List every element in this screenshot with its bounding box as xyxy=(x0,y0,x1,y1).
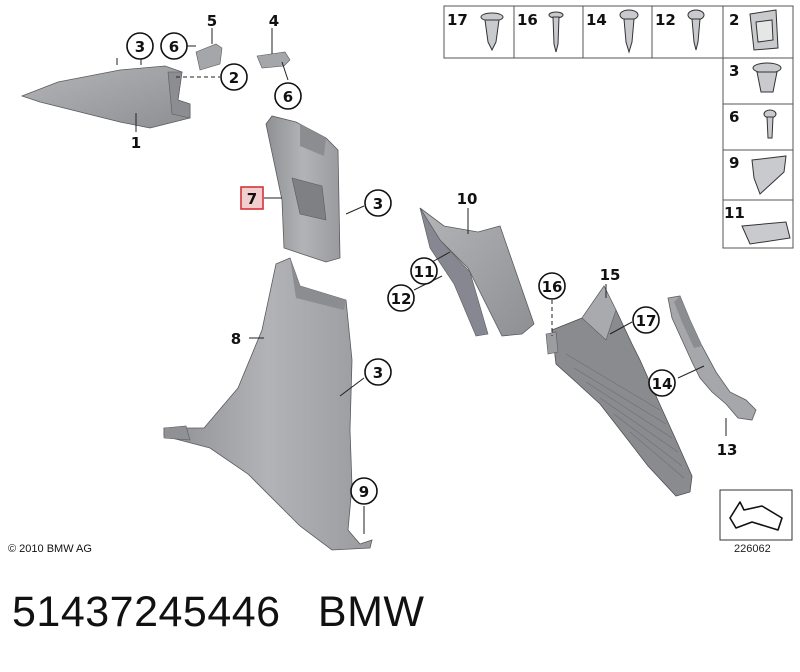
legend-label-9: 9 xyxy=(729,154,739,172)
callout-13: 13 xyxy=(717,441,738,459)
fastener-legend xyxy=(443,5,794,249)
part-5-bracket xyxy=(195,43,223,71)
callout-6a: 6 xyxy=(169,38,179,56)
legend-label-16: 16 xyxy=(517,11,538,29)
callout-4: 4 xyxy=(269,12,279,30)
copyright-notice: © 2010 BMW AG xyxy=(8,543,92,555)
callout-7: 7 xyxy=(247,190,257,208)
callout-11: 11 xyxy=(414,263,435,281)
foam-pad-icon xyxy=(741,221,791,245)
push-clip-icon xyxy=(480,12,504,52)
rivet-icon xyxy=(763,109,777,139)
part-8-b-pillar-lower-trim xyxy=(163,257,373,551)
callout-15: 15 xyxy=(600,266,621,284)
callout-9: 9 xyxy=(359,483,369,501)
part-4-clip-holder xyxy=(256,51,291,69)
tapping-screw-icon xyxy=(619,9,639,54)
sheet-screw-icon xyxy=(687,9,705,51)
callout-10: 10 xyxy=(457,190,478,208)
callout-6b: 6 xyxy=(283,88,293,106)
part-7-b-pillar-upper-trim xyxy=(265,115,341,263)
legend-label-17: 17 xyxy=(447,11,468,29)
legend-label-14: 14 xyxy=(586,11,607,29)
legend-label-11: 11 xyxy=(724,204,745,222)
retainer-clip-icon xyxy=(751,155,787,195)
expansion-clip-icon xyxy=(752,62,782,93)
legend-label-6: 6 xyxy=(729,108,739,126)
callout-12: 12 xyxy=(391,290,412,308)
callout-circles xyxy=(126,32,676,505)
highlighted-part-box xyxy=(240,186,264,210)
part-13-bracket xyxy=(667,295,757,421)
callout-3a: 3 xyxy=(135,38,145,56)
callout-3b: 3 xyxy=(373,195,383,213)
callout-8: 8 xyxy=(231,330,241,348)
part-10-c-pillar-trim xyxy=(419,207,535,337)
part-1-a-pillar-trim xyxy=(20,65,191,129)
part-number-footer: 51437245446 BMW xyxy=(12,588,425,637)
legend-fastener-icons xyxy=(480,9,791,245)
callout-2: 2 xyxy=(229,69,239,87)
part-15-rear-side-trim xyxy=(545,285,693,497)
legend-labels: 17 16 14 12 2 3 6 9 11 xyxy=(447,11,745,222)
panel-ribs xyxy=(565,353,685,479)
callout-17: 17 xyxy=(636,312,657,330)
screw-icon xyxy=(548,11,564,53)
orientation-arrow-box xyxy=(719,489,793,541)
diagram-code: 226062 xyxy=(734,543,771,555)
callout-3c: 3 xyxy=(373,364,383,382)
legend-label-3: 3 xyxy=(729,62,739,80)
callout-5: 5 xyxy=(207,12,217,30)
callout-numbers: 1 3 6 5 2 4 6 7 3 8 3 9 10 11 12 16 15 1… xyxy=(131,12,738,501)
callout-1: 1 xyxy=(131,134,141,152)
legend-label-2: 2 xyxy=(729,11,739,29)
legend-label-12: 12 xyxy=(655,11,676,29)
direction-arrow-icon xyxy=(729,501,783,531)
leader-lines xyxy=(116,28,727,534)
spring-clip-icon xyxy=(749,9,779,51)
part-number: 51437245446 xyxy=(12,588,281,636)
brand-name: BMW xyxy=(317,588,425,636)
callout-16: 16 xyxy=(542,278,563,296)
callout-14: 14 xyxy=(652,375,673,393)
